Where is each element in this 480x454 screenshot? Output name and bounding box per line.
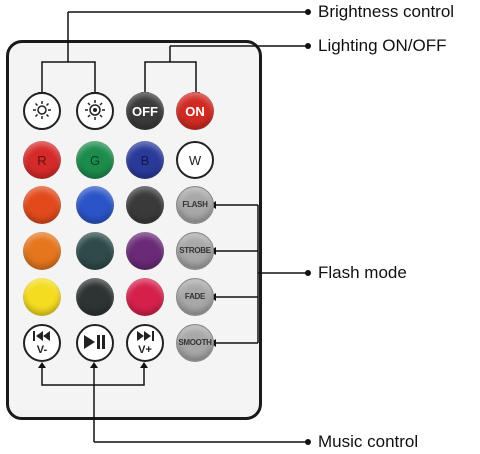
red-label: R <box>37 152 47 168</box>
play-pause-icon <box>84 335 106 351</box>
strobe-button[interactable]: STROBE <box>176 232 214 270</box>
brightness-up-button[interactable] <box>76 92 114 130</box>
smooth-label: SMOOTH <box>178 338 212 347</box>
color-yellow-button[interactable] <box>23 278 61 316</box>
color-orange-red-button[interactable] <box>23 186 61 224</box>
blue-button[interactable]: B <box>126 141 164 179</box>
next-icon <box>136 330 154 343</box>
fade-label: FADE <box>184 292 206 301</box>
music-arrow-right <box>140 362 148 368</box>
white-button[interactable]: W <box>176 141 214 179</box>
off-button[interactable]: OFF <box>126 92 164 130</box>
green-button[interactable]: G <box>76 141 114 179</box>
lighting-connector <box>144 61 197 92</box>
strobe-label: STROBE <box>179 246 211 255</box>
fade-button[interactable]: FADE <box>176 278 214 316</box>
flash-button[interactable]: FLASH <box>176 186 214 224</box>
color-orange-button[interactable] <box>23 232 61 270</box>
next-vol-up-label: V+ <box>138 344 152 356</box>
music-dot <box>305 439 311 445</box>
white-label: W <box>188 152 202 168</box>
prev-vol-down-label: V- <box>36 344 48 356</box>
blue-label: B <box>140 152 150 168</box>
on-label: ON <box>185 103 205 119</box>
brightness-down-button[interactable] <box>23 92 61 130</box>
color-dark-grey-button[interactable] <box>126 186 164 224</box>
brightness-dot <box>305 9 311 15</box>
flash-mode-label: Flash mode <box>318 263 407 282</box>
flash-label: FLASH <box>182 200 208 209</box>
sun-large-icon <box>84 99 106 123</box>
color-purple-button[interactable] <box>126 232 164 270</box>
smooth-button[interactable]: SMOOTH <box>176 324 214 362</box>
on-button[interactable]: ON <box>176 92 214 130</box>
previous-icon <box>33 330 51 343</box>
color-blue-button[interactable] <box>76 186 114 224</box>
sun-small-icon <box>32 100 52 122</box>
lighting-dot <box>305 43 311 49</box>
brightness-control-label: Brightness control <box>318 2 455 21</box>
music-arrow-mid <box>90 362 98 368</box>
music-control-label: Music control <box>318 432 419 451</box>
green-label: G <box>89 152 101 168</box>
off-label: OFF <box>132 103 158 119</box>
color-pink-button[interactable] <box>126 278 164 316</box>
color-dark-teal-button[interactable] <box>76 232 114 270</box>
color-dark-green-button[interactable] <box>76 278 114 316</box>
brightness-connector <box>41 61 96 92</box>
lighting-on-off-label: Lighting ON/OFF <box>318 36 447 55</box>
music-connector <box>41 368 145 386</box>
flash-dot <box>305 270 311 276</box>
prev-vol-down-button[interactable]: V- <box>23 324 61 362</box>
play-pause-button[interactable] <box>76 324 114 362</box>
next-vol-up-button[interactable]: V+ <box>126 324 164 362</box>
music-arrow-left <box>38 362 46 368</box>
red-button[interactable]: R <box>23 141 61 179</box>
